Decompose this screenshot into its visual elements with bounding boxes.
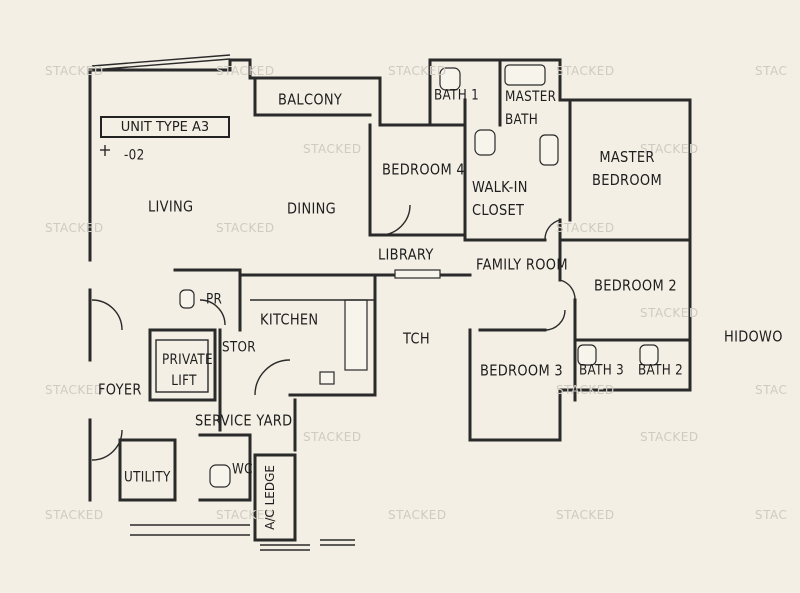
watermark: STACKED	[216, 64, 275, 78]
lift-car	[155, 339, 209, 393]
unit-type-title: UNIT TYPE A3	[100, 116, 230, 138]
watermark: STACKED	[45, 64, 104, 78]
watermark: STACKED	[556, 383, 615, 397]
watermark: STAC	[755, 64, 788, 78]
watermark: STACKED	[640, 142, 699, 156]
room-label-bedroom-3: BEDROOM 3	[480, 362, 563, 381]
watermark: STACKED	[388, 64, 447, 78]
room-label-walk-in-closet: WALK-IN CLOSET	[472, 179, 528, 220]
outer-walls	[88, 58, 692, 542]
room-label-bath-2: BATH 2	[638, 361, 684, 379]
room-label-service-yard: SERVICE YARD	[195, 412, 293, 431]
bath-fixtures	[179, 64, 659, 488]
room-label-kitchen: KITCHEN	[260, 311, 319, 330]
watermark: STACKED	[556, 508, 615, 522]
watermark: STACKED	[303, 142, 362, 156]
room-label-living: LIVING	[148, 198, 194, 217]
room-label-balcony: BALCONY	[278, 91, 343, 110]
watermark: STACKED	[556, 221, 615, 235]
watermark: STACKED	[45, 383, 104, 397]
watermark: STACKED	[216, 508, 275, 522]
kitchen-counter	[250, 299, 375, 385]
watermark: STACKED	[640, 430, 699, 444]
watermark: STACKED	[303, 430, 362, 444]
room-label-stor: STOR	[222, 338, 256, 356]
room-label-master-bedroom: MASTER BEDROOM	[592, 149, 662, 190]
watermark: STACKED	[556, 64, 615, 78]
watermark: STACKED	[640, 306, 699, 320]
watermark: STACKED	[388, 508, 447, 522]
room-label-bedroom-2: BEDROOM 2	[594, 277, 677, 296]
room-label-right-edge: HIDOWO	[724, 328, 783, 347]
room-label-wc: WC	[232, 460, 253, 478]
watermark: STAC	[755, 508, 788, 522]
library-shelf	[394, 269, 441, 279]
room-label-tch: TCH	[403, 330, 430, 349]
room-label-private-lift: PRIVATE LIFT	[162, 351, 213, 389]
unit-suffix: -02	[124, 146, 145, 164]
room-label-utility: UTILITY	[124, 468, 171, 486]
room-label-library: LIBRARY	[378, 246, 434, 265]
room-label-master-bath: MASTER BATH	[505, 88, 557, 128]
room-label-bedroom-4: BEDROOM 4	[382, 161, 465, 180]
room-label-dining: DINING	[287, 200, 337, 219]
north-marker	[100, 145, 110, 156]
watermark: STACKED	[216, 221, 275, 235]
watermark: STACKED	[45, 508, 104, 522]
stairs	[130, 524, 355, 551]
watermark: STACKED	[45, 221, 104, 235]
room-label-ac-ledge: A/C LEDGE	[263, 465, 277, 530]
balcony-railing	[91, 54, 231, 71]
room-label-bath-1: BATH 1	[434, 86, 480, 104]
room-label-pr: PR	[206, 290, 223, 308]
room-label-bath-3: BATH 3	[579, 361, 625, 379]
watermark: STAC	[755, 383, 788, 397]
door-swings	[91, 204, 576, 461]
room-label-foyer: FOYER	[98, 381, 142, 400]
room-label-family-room: FAMILY ROOM	[476, 256, 568, 275]
